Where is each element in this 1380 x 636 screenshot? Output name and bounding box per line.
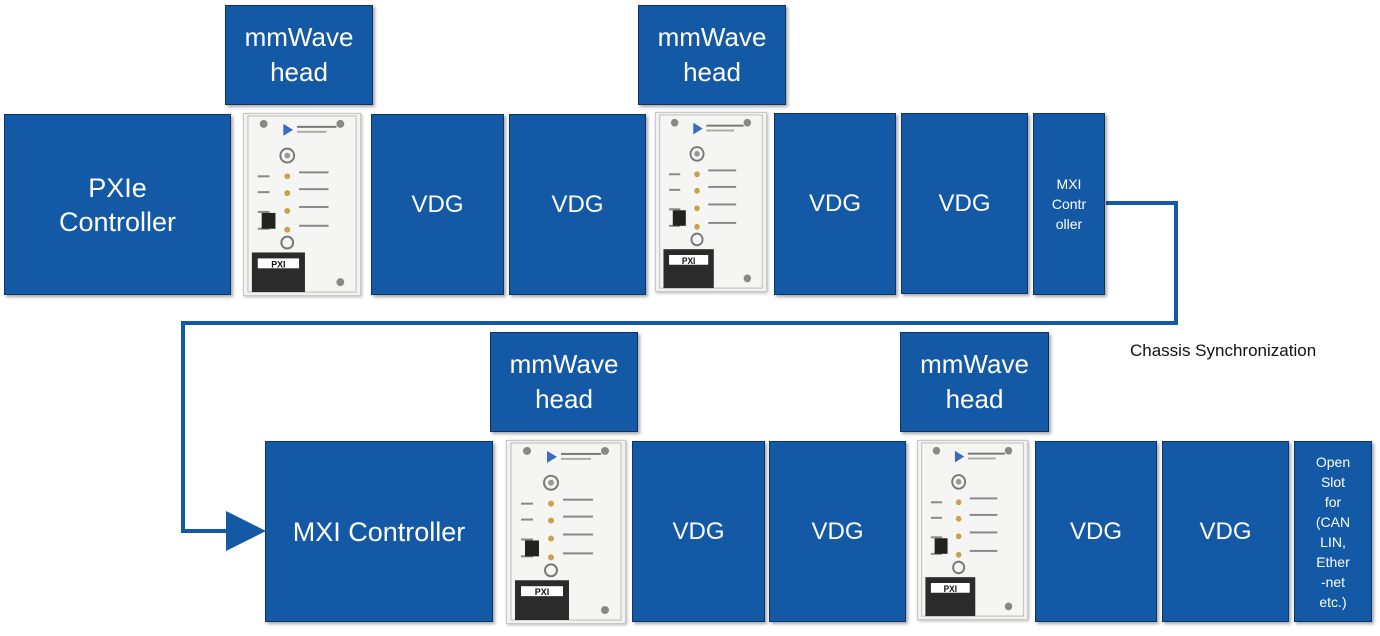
vdg-top-2: VDG	[509, 114, 646, 295]
vdg-bottom-1: VDG	[632, 441, 765, 622]
pxi-logo-text: PXI	[944, 584, 957, 594]
vdg-bottom-4: VDG	[1162, 441, 1289, 622]
chassis-sync-label: Chassis Synchronization	[1130, 341, 1317, 360]
pxi-logo-text: PXI	[682, 256, 696, 266]
pxi-module-top-2: PXI	[655, 112, 767, 292]
pxie-controller: PXIe Controller	[4, 114, 231, 295]
vdg-bottom-2: VDG	[769, 441, 906, 622]
pxi-logo-text: PXI	[271, 259, 285, 269]
pxi-logo-text: PXI	[535, 587, 550, 597]
mmwave-head-top-1: mmWave head	[225, 5, 373, 105]
open-slot: Open Slot for (CAN LIN, Ether -net etc.)	[1294, 441, 1372, 622]
pxi-module-bottom-1: PXI	[506, 440, 626, 624]
pxi-module-image: PXI	[510, 442, 622, 621]
vdg-top-3: VDG	[774, 113, 896, 295]
pxi-module-image: PXI	[247, 115, 357, 293]
pxi-module-image: PXI	[659, 114, 763, 289]
mxi-controller-top: MXI Contr oller	[1033, 113, 1105, 295]
pxi-module-bottom-2: PXI	[917, 440, 1028, 620]
vdg-top-4: VDG	[901, 113, 1028, 294]
mmwave-head-top-2: mmWave head	[638, 5, 786, 105]
vdg-bottom-3: VDG	[1035, 441, 1157, 622]
pxi-module-top-1: PXI	[243, 113, 361, 296]
mmwave-head-bottom-2: mmWave head	[900, 332, 1049, 432]
vdg-top-1: VDG	[371, 114, 504, 295]
pxi-module-image: PXI	[921, 442, 1024, 617]
mmwave-head-bottom-1: mmWave head	[490, 332, 638, 432]
mxi-controller-bottom: MXI Controller	[265, 441, 493, 622]
